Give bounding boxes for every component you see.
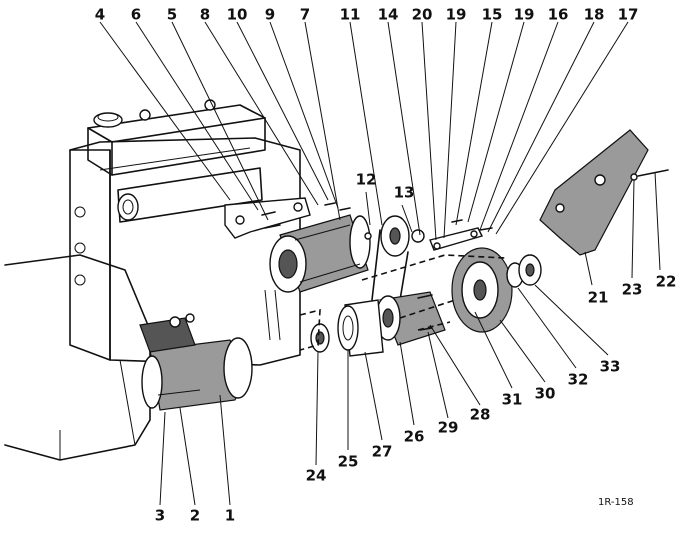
part-label-31: 31 xyxy=(501,390,523,409)
engine-block xyxy=(4,99,301,461)
part-label-17: 17 xyxy=(617,5,639,24)
part-label-24: 24 xyxy=(305,466,327,485)
starter-motor xyxy=(139,313,253,411)
part-label-8: 8 xyxy=(199,5,211,24)
part-label-21: 21 xyxy=(587,288,609,307)
part-label-20: 20 xyxy=(411,5,433,24)
part-label-14: 14 xyxy=(377,5,399,24)
hub-and-nut xyxy=(506,254,542,288)
part-label-6: 6 xyxy=(130,5,142,24)
adjusting-link xyxy=(429,227,484,251)
dynamo-pulley xyxy=(371,215,425,301)
dynamo xyxy=(269,214,371,293)
water-pump-body xyxy=(375,291,446,346)
leader-lines xyxy=(99,21,661,506)
gasket-seal-bearing xyxy=(310,299,384,357)
part-label-28: 28 xyxy=(469,405,491,424)
part-label-12: 12 xyxy=(355,170,377,189)
part-label-5: 5 xyxy=(166,5,178,24)
part-label-2: 2 xyxy=(189,506,201,525)
fan-pulley xyxy=(451,247,513,333)
part-label-22: 22 xyxy=(655,272,677,291)
part-label-26: 26 xyxy=(403,427,425,446)
part-label-15: 15 xyxy=(481,5,503,24)
part-label-25: 25 xyxy=(337,452,359,471)
part-label-30: 30 xyxy=(534,384,556,403)
part-label-16: 16 xyxy=(547,5,569,24)
part-label-29: 29 xyxy=(437,418,459,437)
shroud-bracket xyxy=(539,129,649,256)
part-label-4: 4 xyxy=(94,5,106,24)
part-label-11: 11 xyxy=(339,5,361,24)
part-label-32: 32 xyxy=(567,370,589,389)
part-label-19-b: 19 xyxy=(513,5,535,24)
part-label-13: 13 xyxy=(393,183,415,202)
part-label-1: 1 xyxy=(224,506,236,525)
part-label-7: 7 xyxy=(299,5,311,24)
part-label-23: 23 xyxy=(621,280,643,299)
part-label-10: 10 xyxy=(226,5,248,24)
part-label-9: 9 xyxy=(264,5,276,24)
drawing-reference: 1R-158 xyxy=(598,497,634,508)
part-label-27: 27 xyxy=(371,442,393,461)
part-label-19-a: 19 xyxy=(445,5,467,24)
part-label-18: 18 xyxy=(583,5,605,24)
part-label-33: 33 xyxy=(599,357,621,376)
part-label-3: 3 xyxy=(154,506,166,525)
